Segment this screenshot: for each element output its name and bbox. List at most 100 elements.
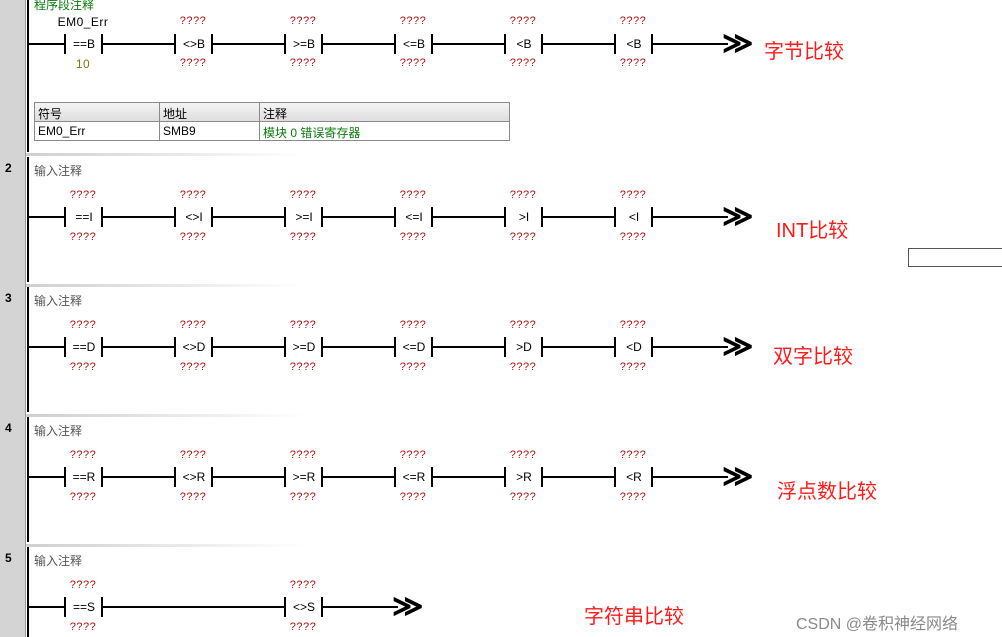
contact-operand-bottom[interactable]: ???? (509, 231, 537, 243)
contact-operand-top[interactable]: ???? (289, 579, 317, 591)
compare-contact-op[interactable]: >=R (292, 470, 316, 484)
contact-operand-top[interactable]: ???? (619, 15, 647, 27)
contact-operand-top[interactable]: ???? (509, 449, 537, 461)
compare-contact-op[interactable]: <=R (402, 470, 426, 484)
network-number[interactable]: 4 (5, 421, 12, 435)
contact-operand-top[interactable]: ???? (399, 15, 427, 27)
network-comment[interactable]: 输入注释 (34, 294, 83, 308)
contact-operand-bottom[interactable]: ???? (619, 361, 647, 373)
compare-contact-op[interactable]: ==B (72, 37, 96, 51)
contact-operand-top[interactable]: ???? (179, 319, 207, 331)
compare-contact-op[interactable]: ==S (72, 600, 96, 614)
contact-operand-top[interactable]: ???? (179, 15, 207, 27)
contact-operand-bottom[interactable]: ???? (179, 361, 207, 373)
contact-operand-bottom[interactable]: ???? (399, 491, 427, 503)
network-divider (26, 544, 306, 547)
compare-contact-op[interactable]: ==I (75, 210, 93, 224)
contact-operand-bottom[interactable]: ???? (289, 231, 317, 243)
contact-operand-bottom[interactable]: ???? (179, 231, 207, 243)
contact-operand-bottom[interactable]: ???? (69, 231, 97, 243)
contact-operand-top[interactable]: ???? (289, 189, 317, 201)
compare-contact-op[interactable]: <=B (402, 37, 426, 51)
wire (433, 216, 504, 218)
contact-operand-bottom[interactable]: ???? (619, 57, 647, 69)
wire (543, 476, 614, 478)
contact-operand-bottom[interactable]: ???? (289, 621, 317, 633)
contact-operand-bottom[interactable]: ???? (289, 491, 317, 503)
compare-contact-op[interactable]: <>R (182, 470, 206, 484)
contact-operand-bottom[interactable]: ???? (69, 491, 97, 503)
compare-contact-op[interactable]: ==D (72, 340, 96, 354)
compare-contact-op[interactable]: <>B (182, 37, 206, 51)
network-comment[interactable]: 输入注释 (34, 164, 83, 178)
network-number[interactable]: 5 (5, 551, 12, 565)
network-comment[interactable]: 输入注释 (34, 424, 83, 438)
contact-operand-top[interactable]: ???? (509, 15, 537, 27)
contact-operand-top[interactable]: ???? (399, 189, 427, 201)
contact-left-bar (174, 207, 176, 227)
contact-operand-bottom[interactable]: ???? (509, 491, 537, 503)
contact-operand-bottom[interactable]: ???? (69, 361, 97, 373)
col-comment: 注释 (263, 107, 288, 121)
contact-operand-top[interactable]: ???? (509, 319, 537, 331)
contact-operand-bottom[interactable]: 10 (75, 57, 91, 71)
contact-operand-bottom[interactable]: ???? (619, 491, 647, 503)
network-comment[interactable]: 输入注释 (34, 554, 83, 568)
compare-contact-op[interactable]: >=B (292, 37, 316, 51)
compare-contact-op[interactable]: <B (516, 37, 532, 51)
compare-contact-op[interactable]: <>I (185, 210, 203, 224)
wire (543, 43, 614, 45)
contact-operand-top[interactable]: ???? (179, 449, 207, 461)
contact-operand-top[interactable]: ???? (619, 189, 647, 201)
contact-operand-bottom[interactable]: ???? (69, 621, 97, 633)
wire (213, 216, 284, 218)
contact-operand-top[interactable]: ???? (69, 579, 97, 591)
compare-contact-op[interactable]: >R (516, 470, 532, 484)
floating-edit-box[interactable] (908, 248, 1002, 267)
contact-operand-top[interactable]: ???? (289, 15, 317, 27)
contact-operand-top[interactable]: ???? (289, 319, 317, 331)
compare-contact-op[interactable]: <I (628, 210, 640, 224)
contact-operand-top[interactable]: ???? (179, 189, 207, 201)
contact-operand-top[interactable]: ???? (69, 319, 97, 331)
compare-contact-op[interactable]: >=I (295, 210, 313, 224)
contact-operand-bottom[interactable]: ???? (179, 57, 207, 69)
contact-operand-bottom[interactable]: ???? (399, 231, 427, 243)
contact-operand-bottom[interactable]: ???? (289, 361, 317, 373)
compare-contact-op[interactable]: >I (518, 210, 530, 224)
contact-operand-bottom[interactable]: ???? (399, 57, 427, 69)
contact-operand-top[interactable]: ???? (399, 449, 427, 461)
contact-operand-bottom[interactable]: ???? (289, 57, 317, 69)
compare-contact-op[interactable]: <=I (405, 210, 423, 224)
compare-contact-op[interactable]: <>S (292, 600, 316, 614)
compare-contact-op[interactable]: <D (626, 340, 642, 354)
contact-right-bar (541, 34, 543, 54)
compare-contact-op[interactable]: ==R (72, 470, 96, 484)
compare-contact-op[interactable]: <R (626, 470, 642, 484)
network-number[interactable]: 3 (5, 291, 12, 305)
contact-right-bar (101, 207, 103, 227)
network-divider (26, 414, 306, 417)
network1-comment-clipped[interactable]: 程序段注释 (34, 0, 95, 12)
contact-operand-top[interactable]: ???? (69, 449, 97, 461)
table-row[interactable]: EM0_Err SMB9 模块 0 错误寄存器 (35, 122, 509, 140)
contact-operand-top[interactable]: ???? (619, 319, 647, 331)
contact-operand-bottom[interactable]: ???? (619, 231, 647, 243)
contact-left-bar (614, 207, 616, 227)
contact-operand-top[interactable]: ???? (69, 189, 97, 201)
contact-operand-bottom[interactable]: ???? (179, 491, 207, 503)
contact-operand-top[interactable]: ???? (509, 189, 537, 201)
contact-operand-top[interactable]: ???? (619, 449, 647, 461)
contact-operand-top[interactable]: ???? (289, 449, 317, 461)
network-number[interactable]: 2 (5, 161, 12, 175)
contact-operand-bottom[interactable]: ???? (399, 361, 427, 373)
compare-contact-op[interactable]: >D (516, 340, 532, 354)
compare-contact-op[interactable]: >=D (292, 340, 316, 354)
contact-operand-top[interactable]: EM0_Err (57, 15, 109, 29)
contact-operand-top[interactable]: ???? (399, 319, 427, 331)
compare-contact-op[interactable]: <>D (182, 340, 206, 354)
compare-contact-op[interactable]: <B (626, 37, 642, 51)
compare-contact-op[interactable]: <=D (402, 340, 426, 354)
contact-operand-bottom[interactable]: ???? (509, 57, 537, 69)
contact-operand-bottom[interactable]: ???? (509, 361, 537, 373)
